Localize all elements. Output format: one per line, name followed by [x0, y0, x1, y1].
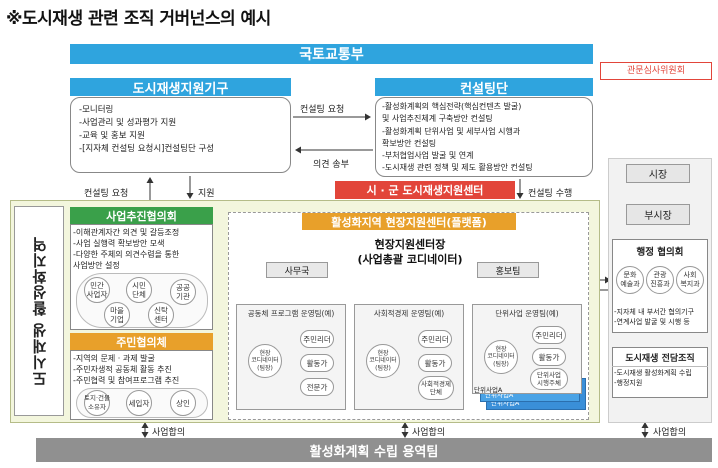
- team-title: 단위사업 운영팀(예): [495, 309, 559, 318]
- dedicated-org-title: 도시재생 전담조직: [612, 351, 708, 367]
- list-item: 사업방안 설정: [73, 261, 120, 270]
- list-item: -[지자체 컨설팅 요청시]컨설팅단 구성: [79, 144, 215, 154]
- list-item: -행정지원: [614, 379, 643, 387]
- stakeholder-circle: 시민 단체: [126, 277, 152, 303]
- pr-team-box: 홍보팀: [477, 262, 539, 278]
- stakeholder-circle: 공공 기관: [170, 279, 196, 305]
- unit-tag-label: 단위사업A: [485, 391, 514, 399]
- arrow-label-opinion-send: 의견 송부: [313, 160, 349, 170]
- review-committee-label: 관문심사위원회: [627, 66, 685, 76]
- list-item: -도시재생 활성화계획 수립: [614, 369, 692, 377]
- mayor-box: 시장: [626, 164, 690, 183]
- member-circle: 전문가: [300, 378, 334, 396]
- member-circle: 활동가: [300, 354, 334, 372]
- molit-bar: 국토교통부: [70, 44, 593, 64]
- member-circle: 활동가: [418, 354, 452, 372]
- list-item: -부처협업사업 발굴 및 연계: [382, 151, 474, 161]
- arrow-label-consult-request: 컨설팅 요청: [300, 105, 345, 115]
- field-center-title: 활성화지역 현장지원센터(플랫폼): [302, 213, 516, 230]
- support-agency-items: -모니터링 -사업관리 및 성과평가 지원 -교육 및 홍보 지원 -[지자체 …: [70, 97, 291, 173]
- promo-council-title: 사업추진협의회: [70, 207, 213, 224]
- resident-circle: 세입자: [126, 390, 152, 416]
- list-item: -모니터링: [79, 105, 114, 115]
- list-item: -사업관리 및 성과평가 지원: [79, 118, 177, 128]
- list-item: -주민자생적 공동체 활동 추진: [73, 365, 172, 374]
- page-title: ※도시재생 관련 조직 거버넌스의 예시: [6, 9, 271, 29]
- arrow-label-consult-perform: 컨설팅 수행: [528, 189, 573, 199]
- unit-tag-label: 단위사업A: [491, 399, 520, 407]
- dedicated-org-items: -도시재생 활성화계획 수립 -행정지원: [614, 368, 692, 388]
- list-item: -활성화계획의 핵심전략(핵심컨텐츠 발굴): [382, 102, 522, 111]
- arrow-label-support: 지원: [198, 189, 215, 199]
- promo-council-items: -이해관계자간 의견 및 갈등조정 -사업 실행력 확보방안 모색 -다양한 주…: [73, 227, 179, 271]
- dedicated-org-box: [612, 347, 708, 398]
- member-circle: 사회적경제 단체: [418, 376, 454, 400]
- coordinator-circle: 현장 코디네이터 (팀장): [484, 340, 518, 374]
- region-label: 도시재생 활성화지역: [30, 235, 49, 387]
- arrow-label-consult-request-2: 컨설팅 요청: [84, 189, 129, 199]
- list-item: -이해관계자간 의견 및 갈등조정: [73, 228, 180, 237]
- consulting-team-title: 컨설팅단: [375, 78, 593, 97]
- support-agency-title: 도시재생지원기구: [70, 78, 291, 97]
- resident-council-title: 주민협의체: [70, 333, 213, 350]
- field-center-head-sub: (사업총괄 코디네이터): [357, 253, 463, 266]
- stakeholder-circle: 민간 사업자: [84, 277, 110, 303]
- member-circle: 단위사업 시행주체: [530, 368, 568, 390]
- admin-council-items: -지자체 내 부서간 협의기구 -연계사업 발굴 및 시행 등: [614, 307, 694, 327]
- team-title: 공동체 프로그램 운영팀(예): [247, 309, 335, 318]
- department-circle: 사회 복지과: [676, 266, 704, 294]
- review-committee-box: 관문심사위원회: [600, 62, 712, 80]
- stakeholder-circle: 신탁 센터: [148, 302, 174, 328]
- resident-circle: 토지·건물 소유자: [84, 390, 110, 416]
- agreement-label: 사업합의: [152, 428, 186, 438]
- list-item: -연계사업 발굴 및 시행 등: [614, 318, 690, 326]
- region-label-box: 도시재생 활성화지역: [14, 206, 64, 416]
- vice-mayor-box: 부시장: [626, 204, 690, 225]
- office-box: 사무국: [266, 262, 328, 278]
- team-title: 사회적경제 운영팀(예): [373, 309, 445, 318]
- consulting-team-items: -활성화계획의 핵심전략(핵심컨텐츠 발굴) 및 사업추진체계 구축방안 컨설팅…: [375, 97, 593, 177]
- list-item: -다양한 주체의 의견수렴을 통한: [73, 250, 180, 259]
- city-center-bar: 시 · 군 도시재생지원센터: [335, 181, 515, 199]
- unit-tag-label: 단위사업A: [474, 386, 503, 394]
- admin-council-title: 행정 협의회: [636, 247, 684, 258]
- list-item: 및 사업추진체계 구축방안 컨설팅: [382, 114, 493, 124]
- field-center-head: 현장지원센터장: [374, 238, 446, 251]
- list-item: -지자체 내 부서간 협의기구: [614, 308, 695, 316]
- list-item: 확보방안 컨설팅: [382, 138, 437, 148]
- agreement-label: 사업합의: [653, 428, 687, 438]
- list-item: -주민협력 및 참여프로그램 추진: [73, 376, 180, 385]
- member-circle: 주민리더: [418, 330, 452, 348]
- resident-council-items: -지역의 문제 · 과제 발굴 -주민자생적 공동체 활동 추진 -주민협력 및…: [73, 353, 179, 386]
- department-circle: 문화 예술과: [616, 266, 644, 294]
- list-item: -도시재생 관련 정책 및 제도 활용방안 컨설팅: [382, 163, 533, 173]
- member-circle: 활동가: [532, 348, 566, 366]
- agreement-label: 사업합의: [412, 428, 446, 438]
- department-circle: 관광 진흥과: [646, 266, 674, 294]
- member-circle: 주민리더: [532, 326, 566, 344]
- member-circle: 주민리더: [300, 330, 334, 348]
- coordinator-circle: 현장 코디네이터 (팀장): [366, 344, 400, 378]
- stakeholder-circle: 마을 기업: [104, 302, 130, 328]
- coordinator-circle: 현장 코디네이터 (팀장): [248, 344, 282, 378]
- bottom-bar: 활성화계획 수립 용역팀: [36, 438, 712, 462]
- list-item: -활성화계획 단위사업 및 세부사업 시행과: [382, 126, 521, 136]
- list-item: -지역의 문제 · 과제 발굴: [73, 354, 155, 363]
- resident-circle: 상인: [170, 390, 196, 416]
- list-item: -교육 및 홍보 지원: [79, 131, 145, 141]
- list-item: -사업 실행력 확보방안 모색: [73, 239, 165, 248]
